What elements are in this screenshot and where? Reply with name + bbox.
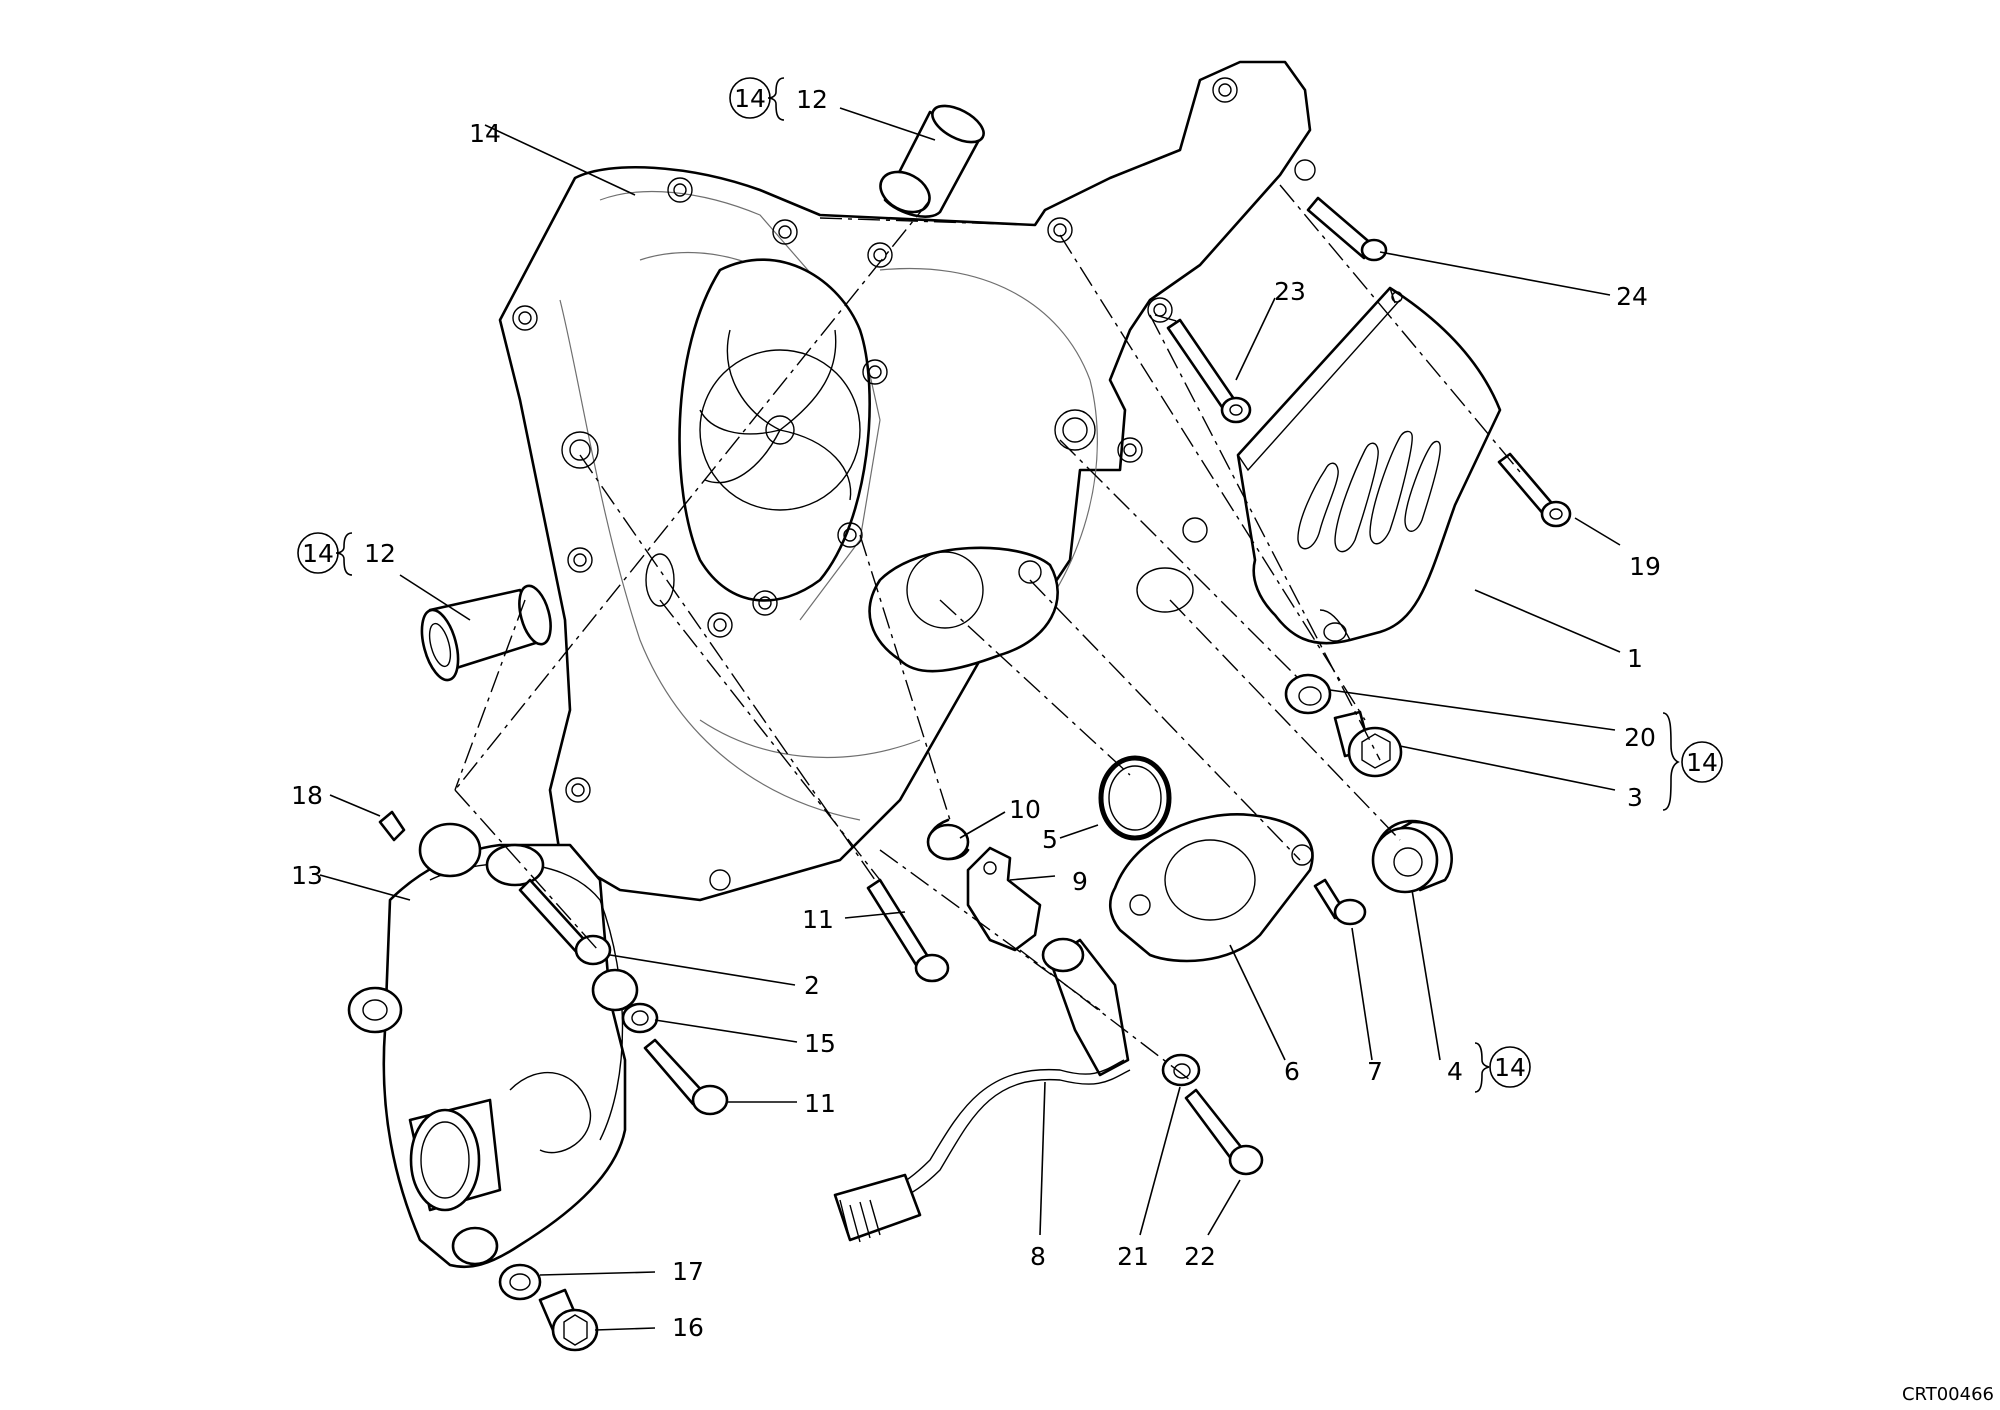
washer-20 <box>1284 673 1332 715</box>
callout-22: 22 <box>1184 1242 1216 1271</box>
clamp-9 <box>966 846 1042 952</box>
bolt-23 <box>1166 318 1252 424</box>
callout-20: 20 <box>1624 723 1656 752</box>
impeller-housing <box>678 219 893 638</box>
callout-18: 18 <box>291 781 323 810</box>
washer-15 <box>621 1002 659 1034</box>
reference-code: CRT00466 <box>1902 1384 1994 1405</box>
callout-13: 13 <box>291 861 323 890</box>
pump-cover-13 <box>347 822 639 1269</box>
bolt-11-middle <box>866 878 950 983</box>
callout-9: 9 <box>1072 867 1088 896</box>
callout-14-circle-bottom: 14 <box>1494 1053 1526 1082</box>
callout-2: 2 <box>804 971 820 1000</box>
spacer-4 <box>1371 819 1453 894</box>
plug-3 <box>1333 710 1403 778</box>
callout-14-circle-top: 14 <box>734 84 766 113</box>
callout-14-circle-right: 14 <box>1686 748 1718 777</box>
bolt-7 <box>1313 878 1367 926</box>
group-marker-bottom <box>1474 1042 1531 1093</box>
callout-10: 10 <box>1009 795 1041 824</box>
bolt-24 <box>1306 196 1388 262</box>
callout-12-left: 12 <box>364 539 396 568</box>
bolt-11-lower <box>643 1038 729 1116</box>
callout-11-lower: 11 <box>804 1089 836 1118</box>
callout-3: 3 <box>1627 783 1643 812</box>
callout-8: 8 <box>1030 1242 1046 1271</box>
callout-14-circle-left: 14 <box>302 539 334 568</box>
callout-17: 17 <box>672 1257 704 1286</box>
sprocket-cover <box>1236 286 1502 645</box>
group-marker-right <box>1662 712 1723 811</box>
assembly-lines <box>454 184 1521 1081</box>
sensor-8 <box>833 937 1131 1243</box>
washer-21 <box>1161 1053 1201 1087</box>
callout-11-middle: 11 <box>802 905 834 934</box>
callout-23: 23 <box>1274 277 1306 306</box>
fitting-12-left <box>420 584 552 682</box>
callout-1: 1 <box>1627 644 1643 673</box>
washer-17 <box>498 1263 542 1301</box>
plug-16 <box>538 1288 599 1352</box>
fitting-12-top <box>879 104 985 218</box>
callout-5: 5 <box>1042 825 1058 854</box>
callout-14-main: 14 <box>469 119 501 148</box>
callout-16: 16 <box>672 1313 704 1342</box>
bolt-22 <box>1184 1088 1264 1176</box>
callout-7: 7 <box>1367 1057 1383 1086</box>
bolt-19 <box>1497 452 1572 528</box>
callout-21: 21 <box>1117 1242 1149 1271</box>
leader-lines <box>319 107 1621 1331</box>
group-marker-left <box>297 532 353 576</box>
plate-6 <box>1109 813 1314 963</box>
callout-19: 19 <box>1629 552 1661 581</box>
callout-12-top: 12 <box>796 85 828 114</box>
pin-18 <box>378 810 406 842</box>
sensor-boss <box>868 546 1059 673</box>
callout-24: 24 <box>1616 282 1648 311</box>
callout-labels: 14 12 14 12 14 24 23 19 1 20 3 14 4 14 7… <box>291 84 1718 1342</box>
bolt-2 <box>518 878 612 966</box>
callout-4: 4 <box>1447 1057 1463 1086</box>
o-ring-5 <box>1098 755 1172 841</box>
group-marker-top <box>729 77 785 121</box>
callout-6: 6 <box>1284 1057 1300 1086</box>
callout-15: 15 <box>804 1029 836 1058</box>
